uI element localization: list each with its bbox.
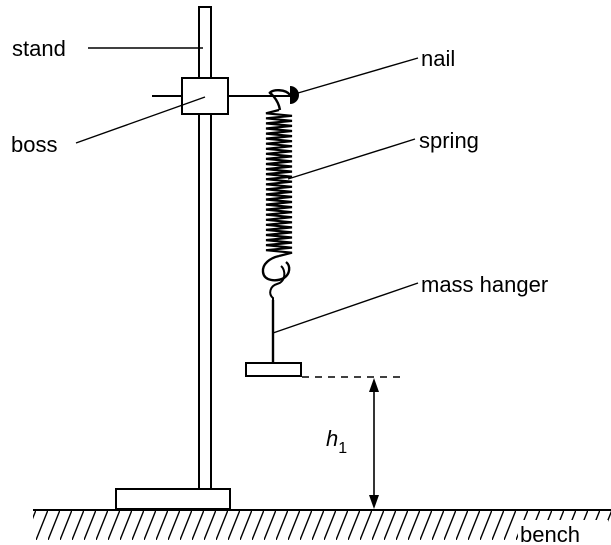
nail-leader-line: [297, 57, 419, 94]
stand-label: stand: [12, 36, 66, 61]
boss: [152, 77, 292, 115]
spring-coils: [265, 108, 293, 258]
mass-hanger-base: [245, 362, 302, 377]
boss-label: boss: [11, 132, 57, 157]
height-indicator: [302, 376, 405, 509]
leader-lines: [75, 47, 419, 334]
height-arrow-down-icon: [369, 495, 379, 509]
spring-top-hook: [268, 89, 291, 111]
stand: [115, 6, 231, 510]
stand-base: [115, 488, 231, 510]
height-label: h1: [326, 426, 347, 457]
spring: [261, 89, 293, 282]
bench-label-background: [518, 520, 608, 545]
spring-label: spring: [419, 128, 479, 153]
mass-hanger-hook: [269, 265, 286, 302]
mass-hanger-leader-line: [272, 282, 419, 334]
mass-hanger: [245, 265, 302, 377]
height-symbol: h: [326, 426, 338, 451]
bench-label: bench: [520, 522, 580, 545]
nail-label: nail: [421, 46, 455, 71]
spring-bottom-hook: [261, 254, 291, 282]
nail-head: [290, 86, 299, 104]
spring-leader-line: [287, 138, 416, 180]
boss-block: [181, 77, 229, 115]
height-arrow-up-icon: [369, 378, 379, 392]
bench: [33, 509, 611, 545]
bench-hatching: [33, 511, 611, 540]
height-subscript: 1: [338, 440, 347, 457]
mass-hanger-label: mass hanger: [421, 272, 548, 297]
boss-leader-line: [75, 96, 206, 144]
stand-rod: [198, 6, 212, 490]
